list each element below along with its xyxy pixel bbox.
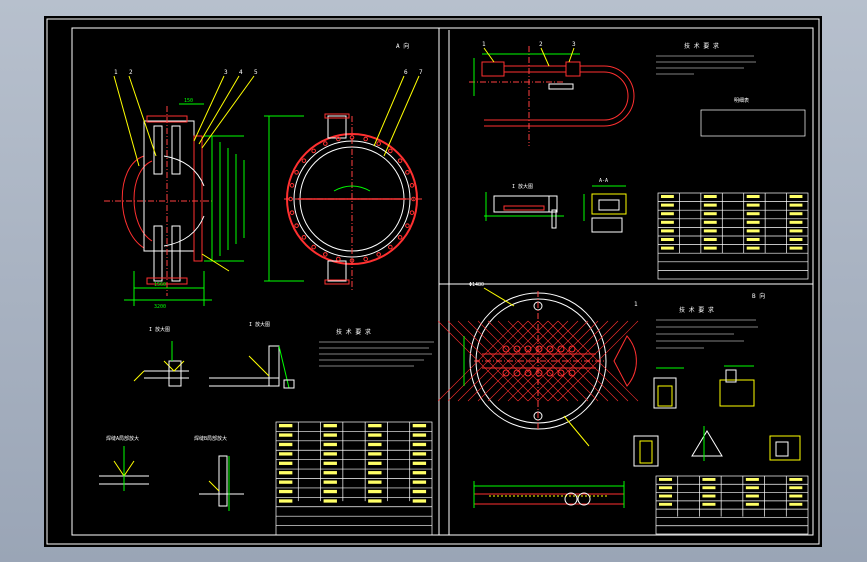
side-view: 1 2 3 4 5 150 1560 3200 <box>104 69 258 310</box>
dim-3200: 3200 <box>154 304 166 310</box>
left-panel: 1 2 3 4 5 150 1560 3200 <box>99 42 434 536</box>
weld-label-b: 焊缝B局部放大 <box>194 435 227 442</box>
part-number-6: 6 <box>404 69 408 76</box>
technical-notes-right-bottom: B 向 技 术 要 求 <box>656 292 765 349</box>
detail-i-rt: I 放大图 <box>484 183 564 229</box>
notes-title-rb: 技 术 要 求 <box>679 306 714 314</box>
weld-label-a: 焊缝A局部放大 <box>106 435 139 442</box>
table-title-rt: 明细表 <box>734 97 749 104</box>
inner-border <box>71 27 814 536</box>
spec-table-small: 明细表 <box>700 97 806 137</box>
right-bottom-title-block <box>655 475 809 535</box>
section-a-a-rt: A-A <box>583 178 627 233</box>
baffle-side-view <box>473 481 625 508</box>
section-label-2: I 放大图 <box>249 321 270 328</box>
dim-150: 150 <box>184 98 193 104</box>
front-view: 6 7 A 向 <box>264 42 423 291</box>
right-bottom-panel: Φ1480 1 B 向 技 术 要 求 <box>437 282 809 535</box>
weld-detail-1: I 放大图 <box>133 326 189 387</box>
rt-part-number-3: 3 <box>572 41 576 48</box>
left-title-block <box>275 421 433 536</box>
part-number-7: 7 <box>419 69 423 76</box>
technical-notes-left: 技 术 要 求 <box>319 328 434 367</box>
weld-detail-2: I 放大图 <box>209 321 295 389</box>
tube-sheet-plan: Φ1480 1 <box>437 282 639 447</box>
technical-notes-right-top: 技 术 要 求 <box>656 42 756 75</box>
section-label-1: I 放大图 <box>149 326 170 333</box>
right-top-title-block <box>657 192 809 280</box>
weld-details-rb <box>633 365 801 467</box>
dim-1560: 1560 <box>154 282 166 288</box>
notes-title-left: 技 术 要 求 <box>336 328 371 336</box>
part-number-1: 1 <box>114 69 118 76</box>
weld-a-view: 焊缝A局部放大 <box>99 435 149 491</box>
circle-label: Φ1480 <box>469 282 484 288</box>
rb-part-number: 1 <box>634 301 638 308</box>
notes-title-rt: 技 术 要 求 <box>684 42 719 50</box>
right-top-panel: 1 2 3 技 术 要 求 明细表 <box>469 41 809 280</box>
rt-part-number-1: 1 <box>482 41 486 48</box>
detail-label-rt: I 放大图 <box>512 183 533 190</box>
view-label-b: B 向 <box>752 292 765 300</box>
section-label-rt: A-A <box>599 178 608 184</box>
part-number-2: 2 <box>129 69 133 76</box>
weld-b-view: 焊缝B局部放大 <box>194 435 244 511</box>
drawing-sheet: 1 2 3 4 5 150 1560 3200 <box>44 16 822 547</box>
outer-border <box>46 18 820 545</box>
part-number-5: 5 <box>254 69 258 76</box>
rt-part-number-2: 2 <box>539 41 543 48</box>
drawing-canvas[interactable]: 1 2 3 4 5 150 1560 3200 <box>44 16 822 547</box>
part-number-3: 3 <box>224 69 228 76</box>
part-number-4: 4 <box>239 69 243 76</box>
u-tube-assembly: 1 2 3 <box>469 41 635 146</box>
bolt-holes <box>288 135 416 263</box>
view-label-a: A 向 <box>396 42 409 50</box>
